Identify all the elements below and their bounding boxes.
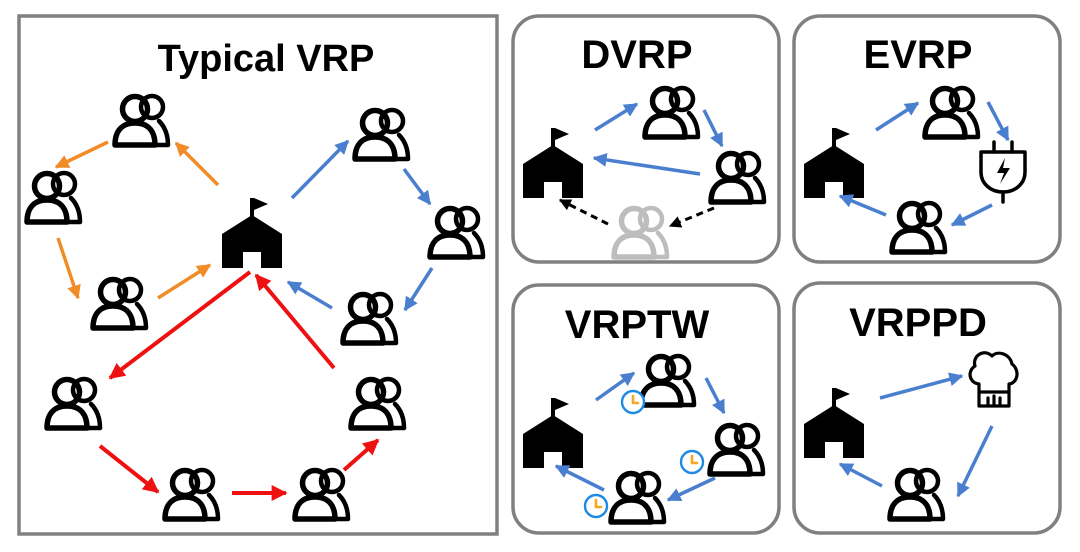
route-arrow-orange: [174, 141, 220, 187]
panel-title: EVRP: [864, 33, 973, 77]
route-arrow-blue: [879, 372, 964, 400]
route-arrow-red: [342, 438, 380, 472]
route-arrow-orange: [157, 263, 212, 300]
route-arrow-blue: [594, 102, 639, 132]
route-arrow-red: [254, 273, 336, 370]
clock-icon: [679, 449, 705, 475]
clock-icon: [583, 493, 609, 519]
route-arrow-blue: [956, 425, 994, 498]
route-arrow-blue: [290, 139, 350, 200]
route-arrow-blue: [403, 267, 434, 312]
panel-dvrp: DVRP: [511, 14, 781, 264]
dynamic-arrow-dashed: [668, 206, 715, 228]
panel-title: Typical VRP: [158, 38, 375, 80]
panel-vrptw: VRPTW: [511, 283, 781, 535]
panel-typical-vrp: Typical VRP: [17, 14, 499, 536]
route-arrow-red: [108, 270, 252, 380]
panel-frame: [792, 281, 1062, 535]
route-arrow-blue: [592, 152, 701, 176]
route-arrow-orange: [56, 237, 81, 300]
dynamic-arrow-dashed: [558, 198, 609, 226]
route-arrow-red: [98, 444, 160, 494]
panel-title: VRPTW: [565, 303, 710, 347]
panel-evrp: EVRP: [792, 14, 1062, 264]
route-arrow-blue: [402, 167, 432, 206]
route-arrow-blue: [554, 464, 605, 492]
route-arrow-blue: [594, 371, 636, 402]
route-arrow-blue: [838, 194, 887, 217]
route-arrow-blue: [950, 203, 993, 227]
route-arrow-orange: [54, 140, 109, 169]
route-arrow-blue: [875, 101, 920, 132]
route-arrow-blue: [702, 109, 724, 148]
route-arrow-blue: [666, 476, 716, 502]
panel-title: VRPPD: [849, 301, 987, 345]
route-arrow-blue: [986, 101, 1010, 142]
panel-vrppd: VRPPD: [792, 281, 1062, 535]
panel-title: DVRP: [581, 33, 692, 77]
route-arrow-blue: [838, 462, 883, 488]
clock-icon: [620, 389, 646, 415]
route-arrow-blue: [286, 280, 333, 310]
route-arrow-blue: [704, 377, 726, 415]
